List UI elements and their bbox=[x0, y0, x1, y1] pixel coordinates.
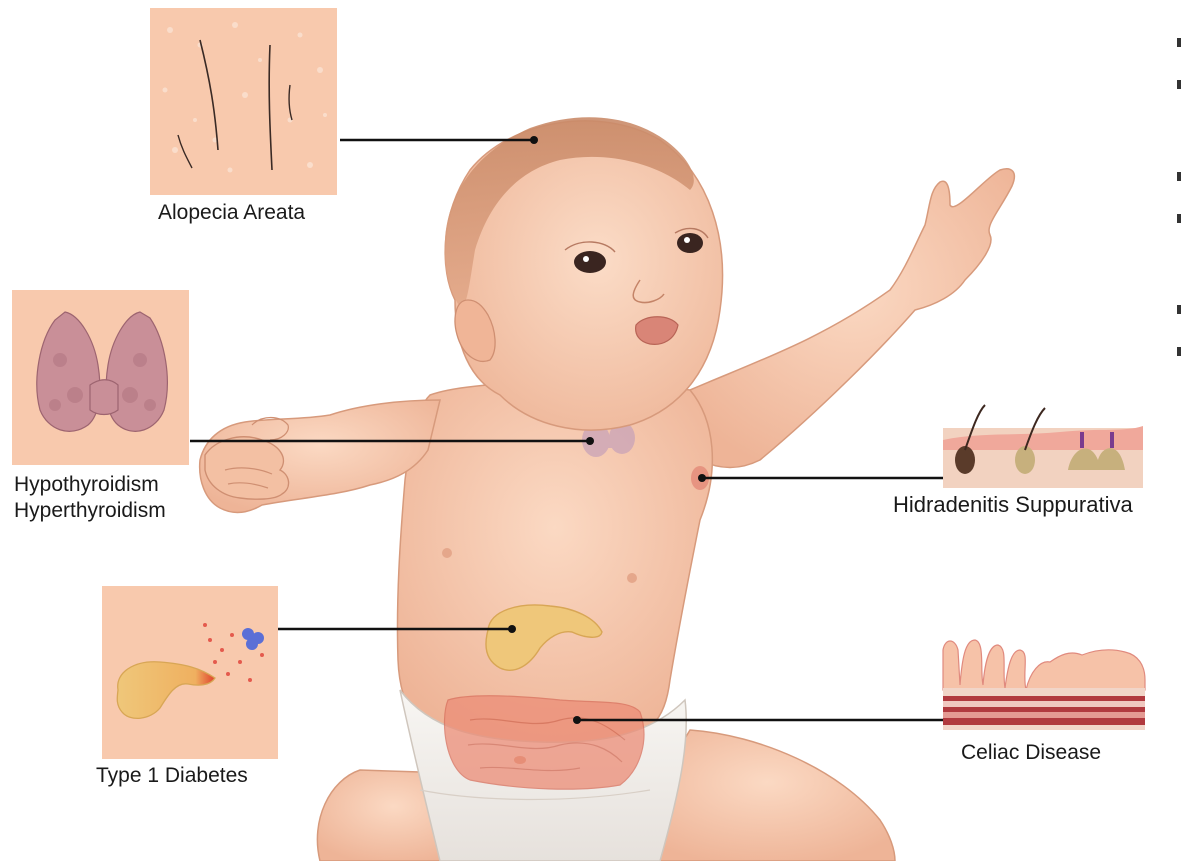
margin-tick bbox=[1177, 214, 1181, 223]
margin-tick bbox=[1177, 347, 1181, 356]
diabetes-label: Type 1 Diabetes bbox=[96, 763, 248, 788]
leader-dot-diabetes bbox=[508, 625, 516, 633]
celiac-label: Celiac Disease bbox=[961, 740, 1101, 765]
celiac-panel bbox=[943, 640, 1145, 730]
baby-raised-arm bbox=[690, 169, 1014, 468]
intestine-overlay bbox=[444, 696, 643, 789]
margin-tick bbox=[1177, 172, 1181, 181]
alopecia-panel bbox=[150, 8, 337, 195]
leader-dot-alopecia bbox=[530, 136, 538, 144]
alopecia-label: Alopecia Areata bbox=[158, 200, 305, 225]
thyroid-panel bbox=[12, 290, 189, 465]
hyperthyroidism-label: Hyperthyroidism bbox=[14, 498, 166, 523]
hypothyroidism-label: Hypothyroidism bbox=[14, 472, 159, 497]
baby-eye-left bbox=[574, 251, 606, 273]
hidradenitis-panel bbox=[943, 405, 1143, 488]
baby-torso bbox=[397, 382, 712, 745]
margin-tick bbox=[1177, 80, 1181, 89]
baby-illustration bbox=[200, 117, 1015, 861]
leader-dot-hidradenitis bbox=[698, 474, 706, 482]
leader-dot-celiac bbox=[573, 716, 581, 724]
leader-dot-thyroid bbox=[586, 437, 594, 445]
margin-tick bbox=[1177, 38, 1181, 47]
margin-tick bbox=[1177, 305, 1181, 314]
baby-eye-right bbox=[677, 233, 703, 253]
diabetes-panel bbox=[102, 586, 278, 759]
hidradenitis-label: Hidradenitis Suppurativa bbox=[893, 492, 1133, 517]
